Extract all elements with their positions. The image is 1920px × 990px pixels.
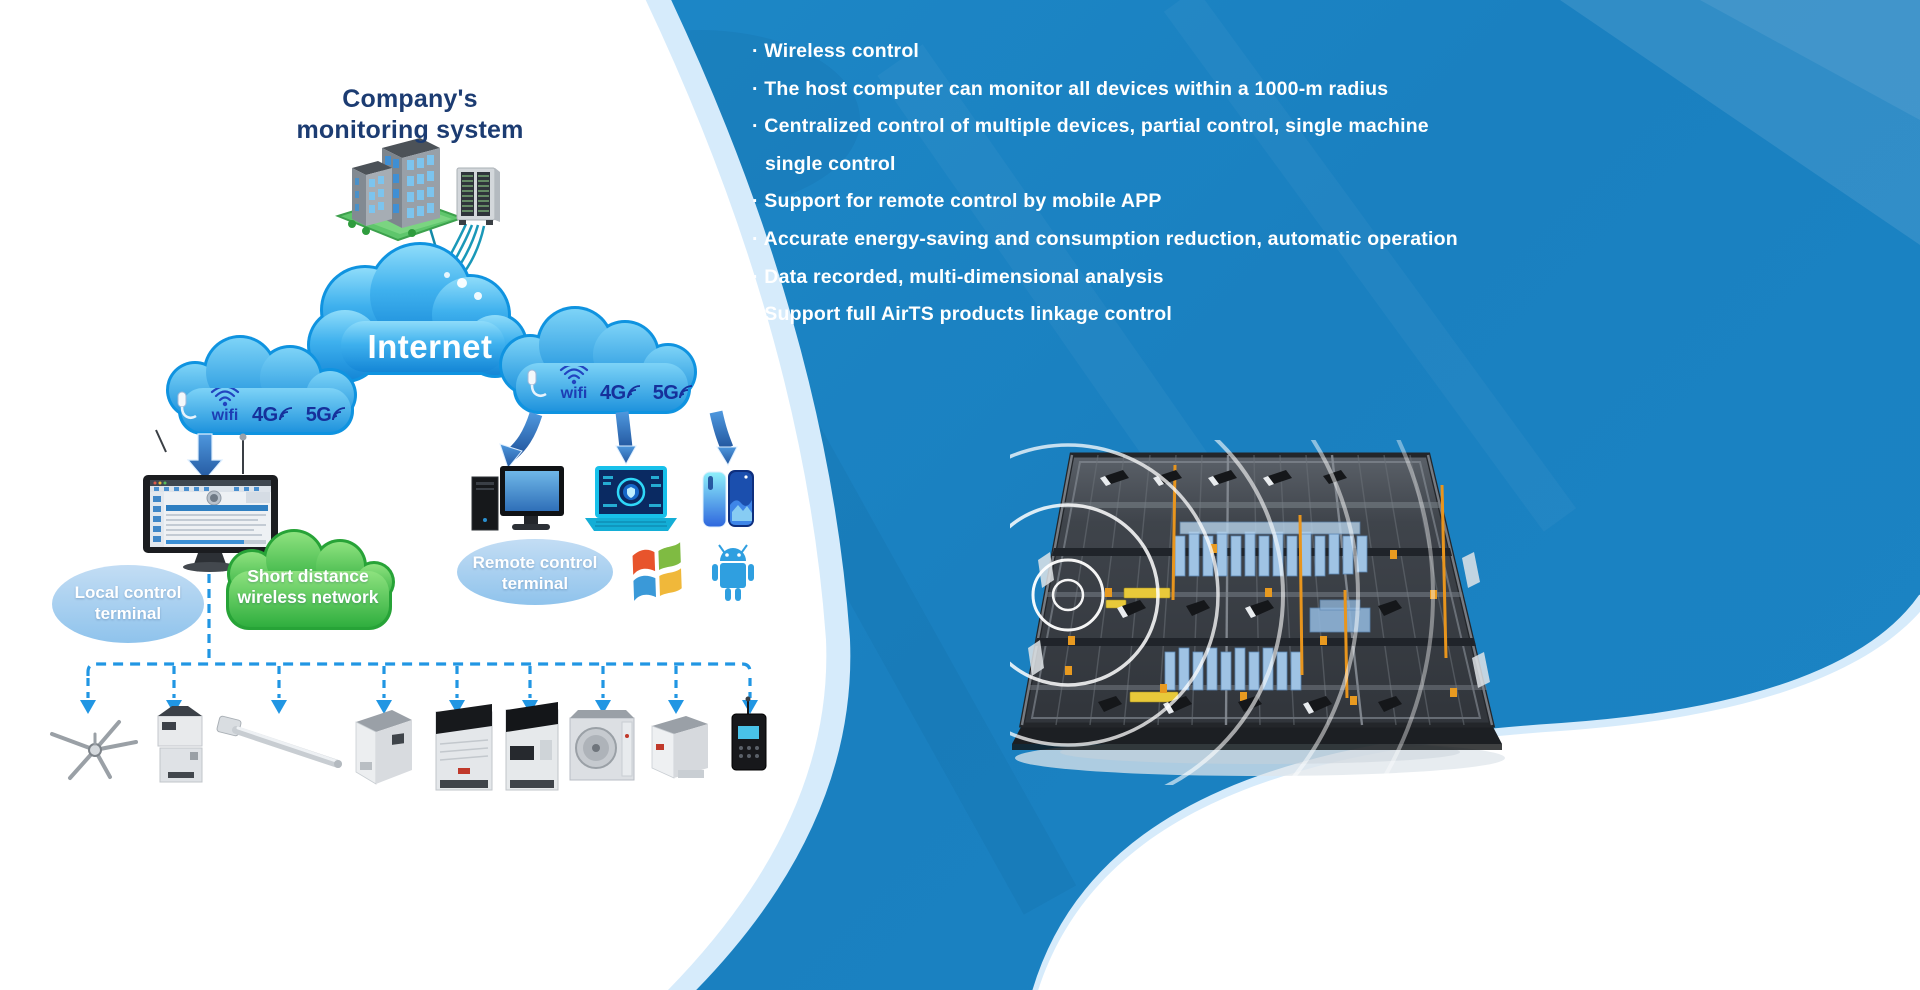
local-terminal-label: Local control terminal	[74, 583, 182, 623]
feature-item: · Wireless control	[752, 40, 920, 62]
4g-icon: 4G	[600, 383, 642, 403]
right-cloud-network-row: wifi 4G 5G	[522, 366, 722, 403]
diagram-title: Company's monitoring system	[296, 85, 524, 144]
feature-item: · The host computer can monitor all devi…	[752, 77, 1389, 100]
local-terminal-bubble	[52, 565, 204, 643]
right-network-cloud	[499, 306, 697, 414]
4g-icon: 4G	[252, 405, 294, 425]
feature-item: · Data recorded, multi-dimensional analy…	[752, 265, 1164, 288]
feature-item: · Support full AirTS products linkage co…	[752, 303, 1172, 326]
hvls-fan-icon	[50, 720, 138, 780]
signal-waves-icon	[1010, 440, 1435, 785]
feature-item: · Support for remote control by mobile A…	[752, 190, 1162, 213]
device-bus	[86, 574, 752, 698]
device-bus-arrowheads	[80, 700, 758, 714]
short-distance-cloud	[226, 529, 395, 630]
internet-label: Internet	[367, 328, 493, 365]
air-unit-b-icon	[435, 704, 493, 791]
temperature-probe-icon	[216, 715, 342, 768]
warehouse-orange-brackets	[1065, 544, 1457, 705]
fan-coil-icon	[569, 710, 635, 781]
laptop-icon	[585, 466, 677, 531]
short-distance-label: Short distance wireless network	[237, 566, 379, 607]
control-monitor-icon	[143, 429, 278, 572]
antenna-icon	[177, 391, 197, 419]
controller-icon	[731, 696, 767, 771]
air-unit-a-icon	[355, 710, 412, 785]
wifi-icon: wifi	[210, 388, 240, 424]
internet-cloud-icon	[307, 242, 528, 383]
cloud-to-laptop-arrow	[615, 411, 637, 466]
feature-item: · Accurate energy-saving and consumption…	[752, 227, 1458, 250]
air-unit-c-icon	[505, 702, 559, 791]
remote-terminal-label: Remote control terminal	[472, 553, 598, 593]
warehouse-fan-units	[1098, 470, 1402, 714]
warehouse-render	[1010, 440, 1505, 785]
warehouse-equipment	[1164, 521, 1371, 691]
air-unit-d-icon	[651, 716, 708, 779]
remote-terminal-bubble	[457, 539, 613, 605]
cloud-to-phone-arrow	[709, 410, 738, 467]
server-rack-icon	[456, 167, 500, 225]
windows-logo-icon	[632, 542, 682, 601]
feature-item: · Centralized control of multiple device…	[752, 115, 1429, 175]
wifi-icon: wifi	[559, 366, 589, 402]
down-arrow-icon	[186, 433, 224, 481]
android-logo-icon	[712, 544, 754, 601]
left-cloud-network-row: wifi 4G 5G	[172, 388, 382, 425]
left-network-cloud	[166, 335, 357, 435]
features-list: · Wireless control · The host computer c…	[752, 33, 1582, 334]
warehouse-side-panels	[1028, 552, 1490, 688]
smartphone-icon	[702, 470, 754, 528]
5g-icon: 5G	[653, 383, 695, 403]
ceiling-unit-icon	[157, 706, 203, 783]
building-icon	[335, 138, 465, 242]
desktop-computer-icon	[471, 466, 564, 531]
cloud-to-desktop-arrow	[499, 411, 543, 470]
5g-icon: 5G	[306, 405, 348, 425]
antenna-icon	[527, 369, 547, 397]
